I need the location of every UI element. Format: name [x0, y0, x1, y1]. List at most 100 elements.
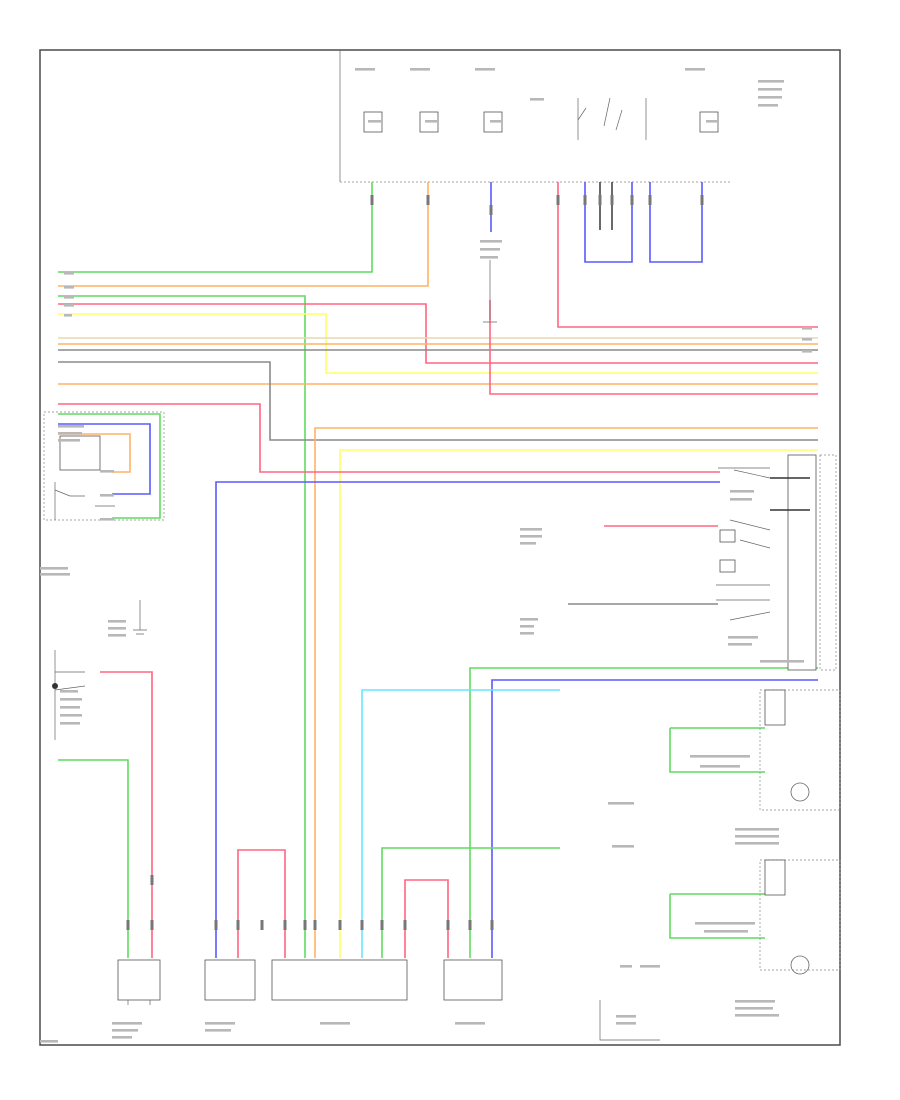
faint-label-mark — [735, 1000, 775, 1003]
connector-pin — [556, 195, 560, 205]
faint-label-mark — [60, 722, 80, 725]
right-door-lock-actuator — [759, 689, 841, 811]
wire-green — [58, 295, 306, 958]
faint-label-mark — [355, 68, 375, 71]
faint-label-mark — [728, 643, 752, 646]
connector-pin — [260, 920, 264, 930]
faint-label-mark — [100, 518, 114, 521]
faint-label-mark — [64, 296, 74, 299]
wire-harness — [58, 182, 818, 958]
connector-pin — [489, 205, 493, 215]
connector-pin — [426, 195, 430, 205]
faint-label-mark — [60, 706, 80, 709]
faint-label-mark — [205, 1022, 235, 1025]
faint-label-mark — [520, 618, 538, 621]
connector-pin — [468, 920, 472, 930]
faint-label-mark — [520, 528, 542, 531]
faint-label-mark — [108, 620, 126, 623]
faint-label-mark — [58, 432, 82, 435]
faint-label-mark — [108, 627, 126, 630]
connector-pin — [338, 920, 342, 930]
faint-label-mark — [802, 350, 812, 353]
ground-symbols — [133, 260, 660, 1041]
left-door-lock-actuator — [759, 859, 841, 975]
connector-pin — [700, 195, 704, 205]
faint-label-mark — [616, 1015, 636, 1018]
wire-green — [58, 759, 129, 958]
wire-red — [100, 671, 153, 958]
wire-blue — [58, 423, 151, 495]
faint-label-mark — [40, 1040, 58, 1043]
faint-label-mark — [735, 1014, 779, 1017]
wire-red — [557, 182, 818, 328]
faint-label-mark — [706, 120, 718, 123]
connector-pin — [610, 195, 614, 205]
wire-green — [381, 847, 560, 958]
diagram-frame — [39, 49, 841, 1046]
faint-label-mark — [802, 338, 812, 341]
faint-label-mark — [64, 304, 74, 307]
faint-label-mark — [620, 965, 632, 968]
faint-label-mark — [64, 314, 72, 317]
faint-label-mark — [455, 1022, 485, 1025]
faint-label-mark — [735, 828, 779, 831]
connector-pin — [214, 920, 218, 930]
faint-label-mark — [112, 1036, 132, 1039]
wire-green — [669, 728, 765, 773]
faint-label-mark — [690, 755, 750, 758]
wire-orange — [314, 427, 818, 958]
faint-label-mark — [735, 1007, 773, 1010]
faint-label-mark — [730, 498, 752, 501]
faint-label-mark — [480, 240, 502, 243]
faint-label-mark — [58, 439, 80, 442]
connector-pin — [598, 195, 602, 205]
wire-cyan — [361, 689, 560, 958]
wire-green — [58, 182, 373, 273]
faint-label-mark — [40, 567, 68, 570]
faint-label-mark — [616, 1022, 636, 1025]
connector-pin — [150, 875, 154, 885]
fuse-relay-block — [339, 50, 730, 183]
connector-pin — [236, 920, 240, 930]
faint-label-mark — [530, 98, 544, 101]
faint-label-mark — [425, 120, 437, 123]
wire-yellow — [339, 449, 818, 958]
faint-label-mark — [60, 690, 78, 693]
faint-labels — [40, 68, 812, 1043]
faint-label-mark — [735, 842, 779, 845]
faint-label-mark — [612, 845, 634, 848]
wire-blue — [584, 182, 633, 263]
faint-label-mark — [108, 634, 126, 637]
faint-label-mark — [758, 88, 782, 91]
faint-label-mark — [735, 835, 779, 838]
wire-orange — [58, 433, 131, 473]
connector-pin — [490, 920, 494, 930]
faint-label-mark — [640, 965, 660, 968]
wire-blue — [491, 679, 818, 958]
connector-pin — [583, 195, 587, 205]
connector-pin — [283, 920, 287, 930]
faint-label-mark — [205, 1029, 231, 1032]
faint-label-mark — [100, 470, 114, 473]
wire-green — [469, 667, 818, 958]
wire-red — [58, 403, 720, 473]
faint-label-mark — [760, 660, 804, 663]
faint-label-mark — [480, 248, 500, 251]
faint-label-mark — [695, 922, 755, 925]
power-window-module — [716, 454, 837, 671]
neutral-start-switch — [52, 650, 86, 740]
faint-label-mark — [758, 80, 784, 83]
connector-pin — [313, 920, 317, 930]
faint-label-mark — [480, 256, 498, 259]
faint-label-mark — [685, 68, 705, 71]
faint-label-mark — [520, 542, 536, 545]
faint-label-mark — [758, 104, 778, 107]
connector-pin — [370, 195, 374, 205]
wire-green — [58, 413, 161, 519]
wire-red — [237, 849, 286, 958]
connector-pin — [630, 195, 634, 205]
faint-label-mark — [704, 930, 748, 933]
faint-label-mark — [40, 573, 70, 576]
faint-label-mark — [64, 272, 74, 275]
